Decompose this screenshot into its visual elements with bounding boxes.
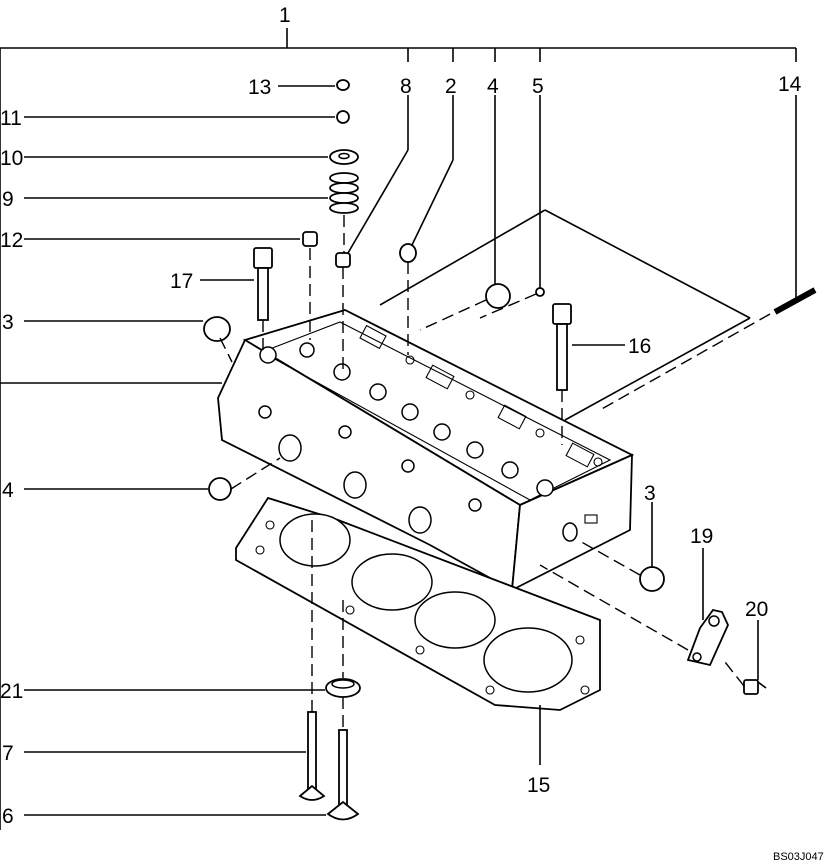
head-bolt-right-part: [552, 303, 572, 391]
callout-7: 7: [2, 742, 14, 765]
valve-cotter-part: [336, 79, 350, 91]
callout-2: 2: [445, 75, 457, 98]
plug-right-part: [639, 566, 665, 592]
callout-8: 8: [400, 75, 412, 98]
callout-15: 15: [527, 774, 550, 797]
head-gasket: [235, 496, 601, 711]
callout-12: 12: [0, 229, 23, 252]
plug-left-lower-part: [208, 477, 232, 501]
callout-20: 20: [745, 598, 768, 621]
callout-14: 14: [778, 73, 802, 96]
callout-11: 11: [0, 107, 22, 130]
guide-seal-part: [399, 243, 417, 263]
callout-3-left: 3: [2, 311, 14, 334]
drawing-code: BS03J047: [773, 851, 824, 863]
leader-lines: [24, 85, 797, 816]
callout-3-right: 3: [644, 482, 656, 505]
valve-spring-part: [329, 172, 359, 214]
head-bolt-left-part: [253, 247, 273, 321]
callout-16: 16: [628, 335, 651, 358]
callout-9: 9: [2, 188, 14, 211]
callout-21: 21: [0, 680, 23, 703]
callout-10: 10: [0, 147, 23, 170]
dowel-part: [535, 287, 545, 297]
assembly-dash-lines: [219, 209, 771, 730]
intake-valve-part: [298, 711, 326, 801]
callout-1: 1: [279, 4, 291, 27]
callout-5: 5: [532, 75, 544, 98]
exhaust-valve-part: [326, 729, 360, 821]
valve-cotter-lower-part: [336, 110, 350, 124]
valve-cap-part: [302, 231, 318, 247]
callout-17: 17: [170, 270, 193, 293]
callout-4-top: 4: [487, 75, 499, 98]
stud-part: [773, 287, 817, 315]
stem-seal-part: [335, 252, 351, 268]
parts: [203, 79, 817, 821]
callout-19: 19: [690, 525, 713, 548]
plug-top-part: [485, 283, 511, 309]
callout-labels: 1 2 3 3 4 4 5 6 7 8 9 10 11 12 13 14 15 …: [0, 4, 802, 828]
assembly-bracket: [0, 28, 797, 830]
callout-4-left: 4: [2, 479, 14, 502]
callout-13: 13: [248, 76, 271, 99]
bracket-bolt-part: [743, 679, 767, 695]
plug-left-part: [203, 316, 231, 342]
callout-6: 6: [2, 805, 14, 828]
cylinder-head-block: [217, 309, 635, 592]
